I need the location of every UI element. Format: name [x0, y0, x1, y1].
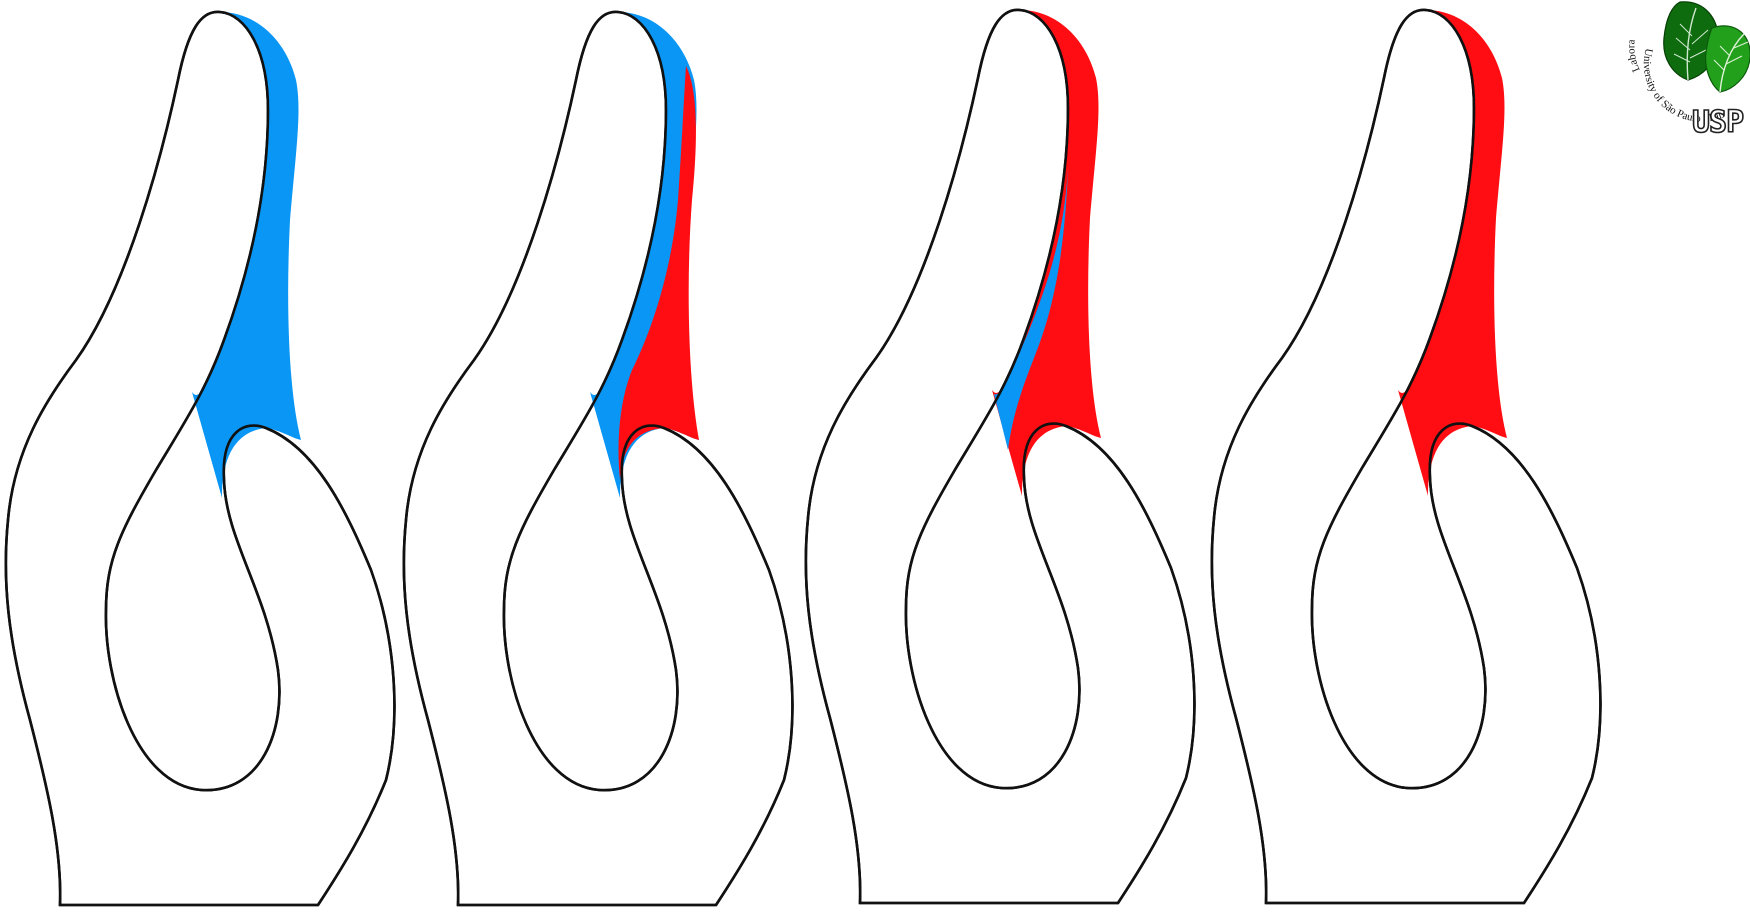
institution-logo: Labora University of São Paulo · Rib USP [1626, 0, 1750, 150]
outline-panel-1 [6, 12, 395, 905]
usp-acronym: USP [1692, 105, 1743, 140]
outline-panel-4 [1212, 10, 1601, 903]
panel-2 [404, 12, 793, 905]
outline-panel-2 [404, 12, 793, 905]
leaf-icon [1664, 2, 1750, 92]
logo-arc-text-top: Labora [1626, 39, 1643, 74]
panel-3 [806, 10, 1195, 903]
outline-panel-3 [806, 10, 1195, 903]
panel-1 [6, 12, 395, 905]
panel-4 [1212, 10, 1601, 903]
